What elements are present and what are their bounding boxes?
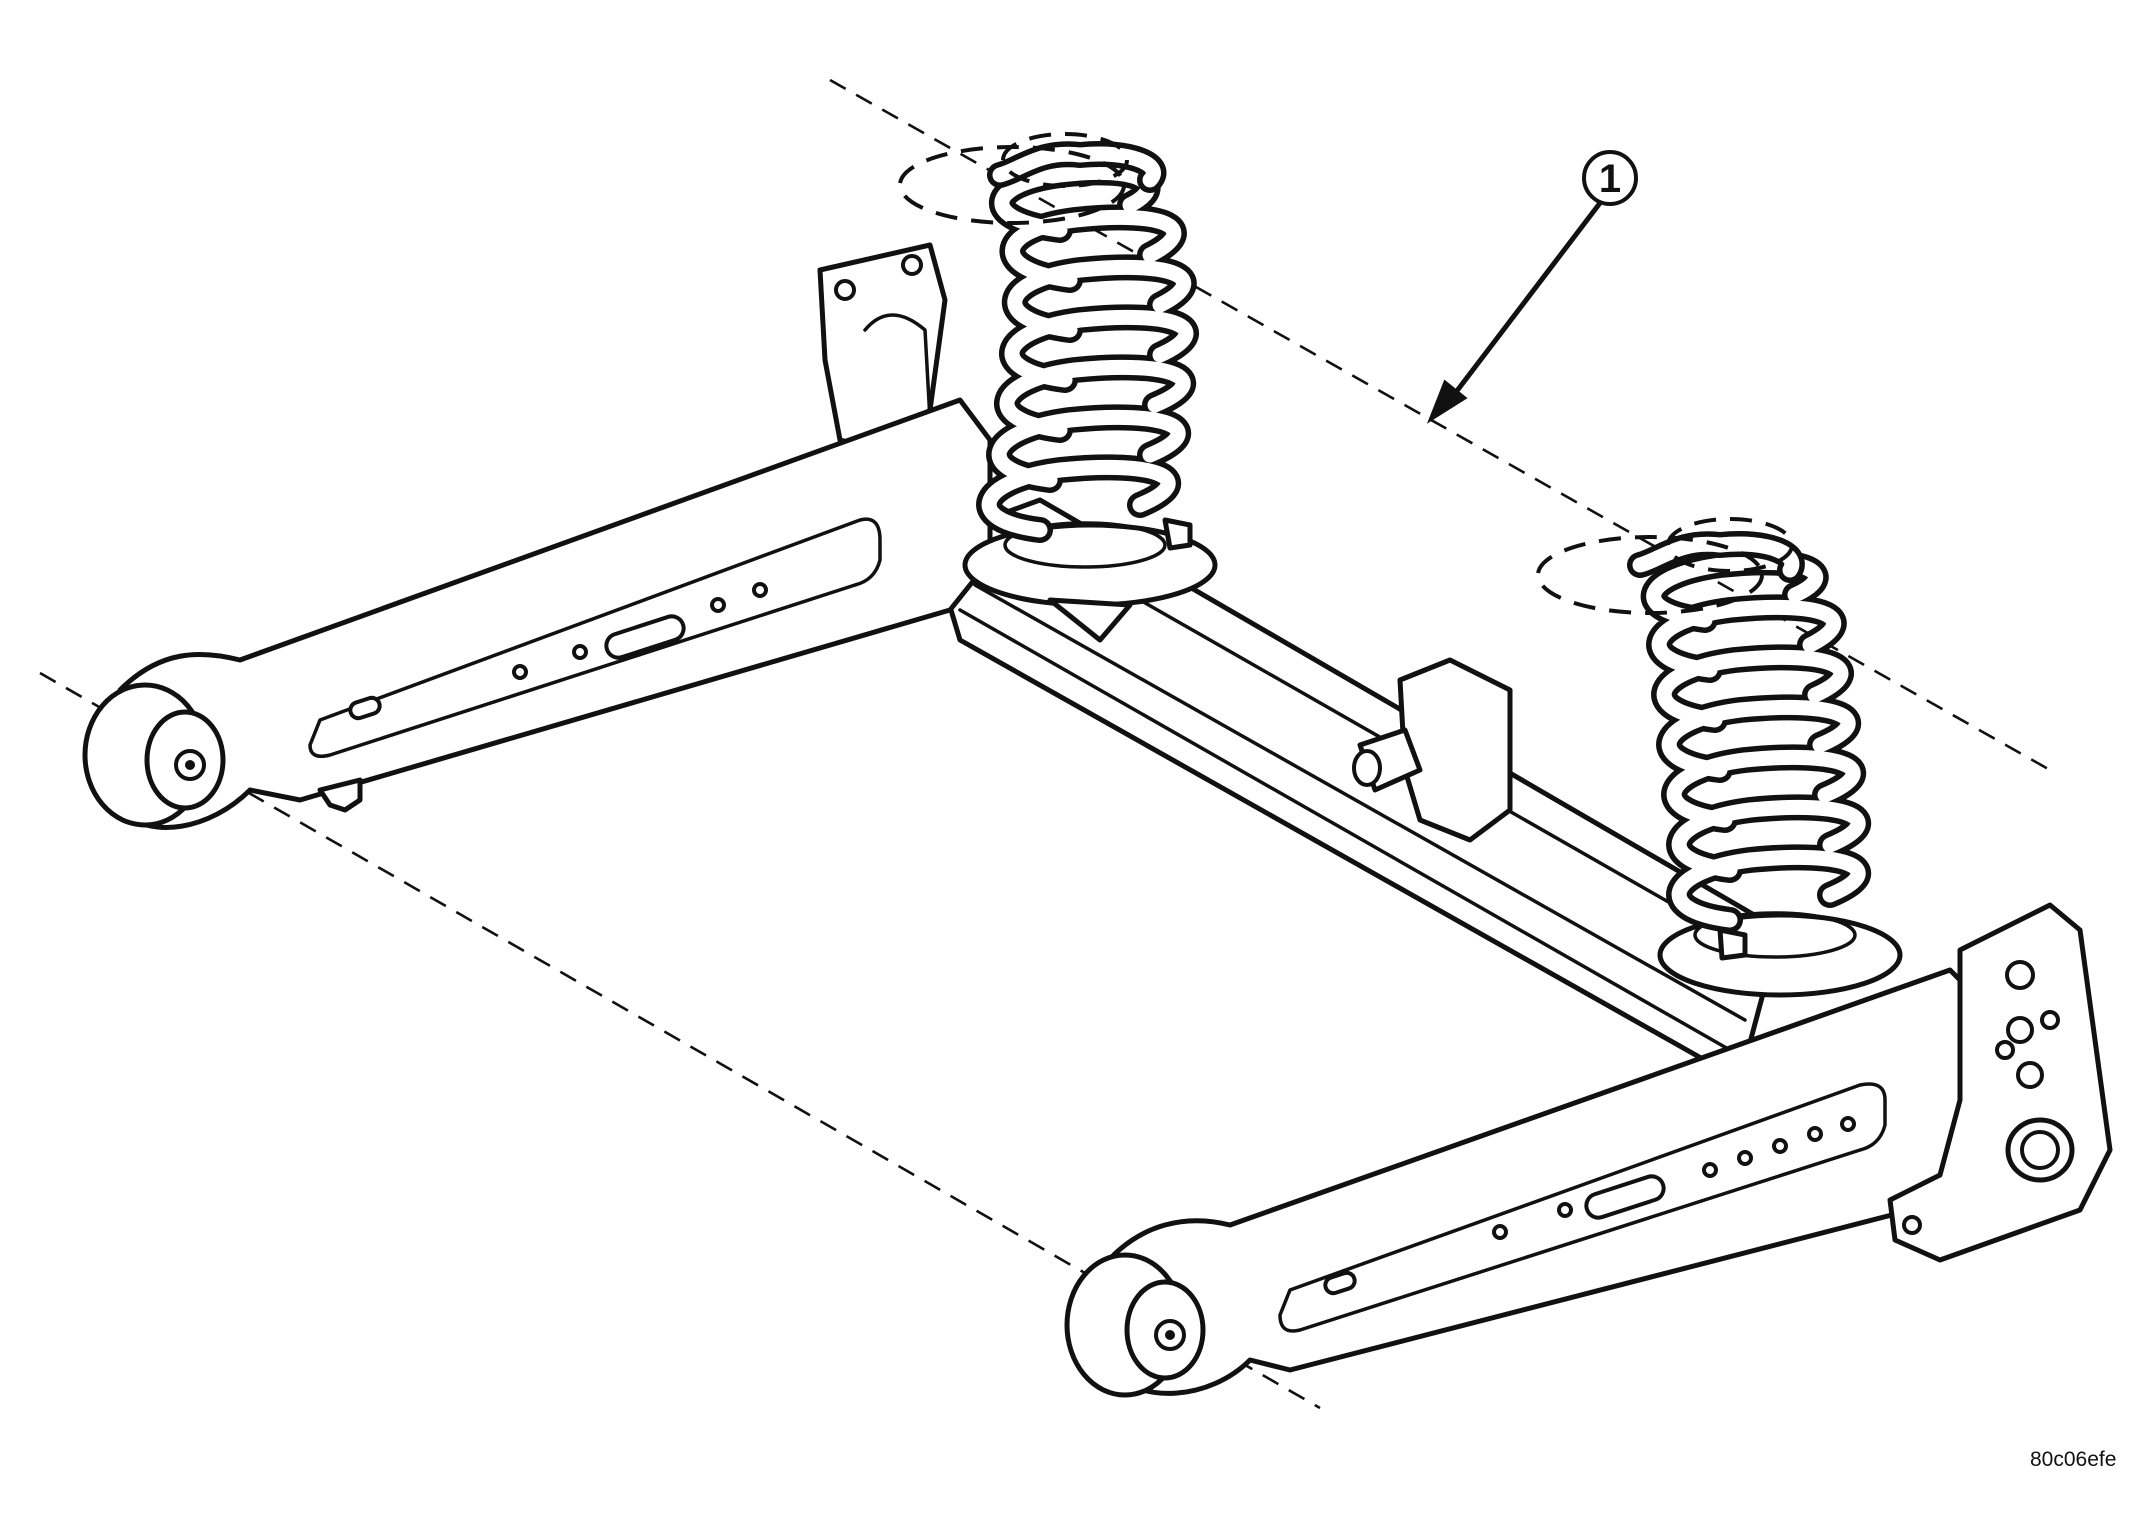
left-spring-seat bbox=[962, 517, 1218, 643]
right-mounting-plate bbox=[1887, 902, 2113, 1263]
shock-mount bbox=[1352, 657, 1513, 843]
left-spring-tower-bracket bbox=[817, 242, 948, 453]
left-coil-spring bbox=[898, 132, 1199, 543]
right-coil-spring bbox=[1536, 517, 1871, 933]
right-trailing-arm bbox=[1097, 967, 1993, 1396]
figure-code: 80c06efe bbox=[2030, 1448, 2117, 1471]
callout-label: 1 bbox=[1599, 157, 1621, 201]
right-spring-seat bbox=[1657, 911, 1903, 998]
right-bushing bbox=[1064, 1252, 1206, 1398]
left-trailing-arm bbox=[117, 397, 993, 830]
callout-circle bbox=[1582, 150, 1638, 206]
callout-1: 1 bbox=[1426, 150, 1638, 424]
left-bushing bbox=[82, 682, 226, 828]
